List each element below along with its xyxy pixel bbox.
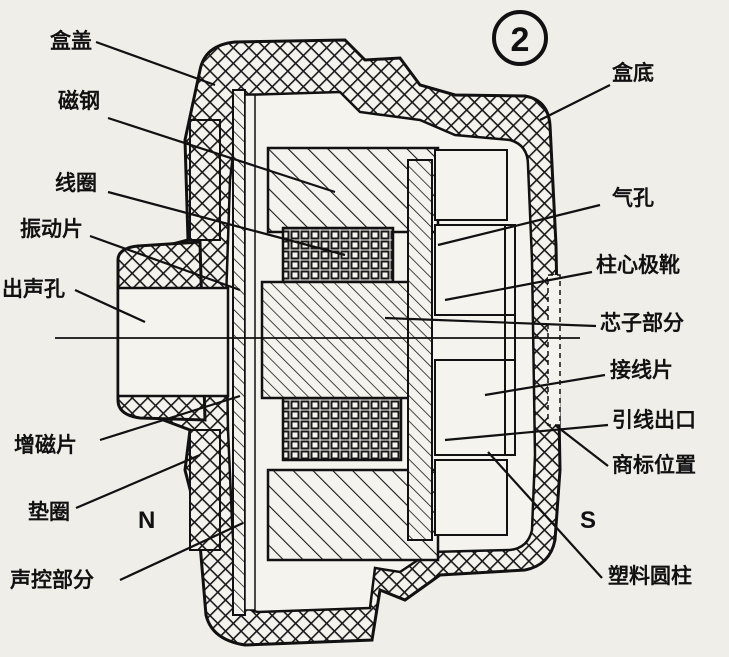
label-pole-shoe: 柱心极靴 (596, 253, 680, 277)
leader-sound-outlet (74, 288, 146, 324)
label-air-hole: 气孔 (611, 186, 654, 210)
label-diaphragm: 振动片 (20, 217, 83, 241)
leader-box-lid (95, 40, 216, 87)
label-terminal-strip: 接线片 (610, 358, 673, 382)
sound-outlet-bore (116, 286, 230, 398)
coil-upper (281, 226, 395, 284)
leader-box-bottom (539, 84, 611, 121)
leader-air-hole (437, 203, 601, 247)
label-box-bottom: 盒底 (612, 61, 654, 85)
figure-number-circle (492, 10, 548, 66)
leader-volume-control (119, 522, 244, 581)
core-pole-right (407, 159, 433, 541)
label-lead-exit: 引线出口 (612, 408, 696, 432)
pole-north: N (138, 507, 155, 534)
leader-lead-exit (444, 423, 609, 442)
leader-pole-shoe (444, 270, 593, 302)
gasket-plate (189, 429, 221, 551)
magnetic-enhancer-plate (189, 119, 221, 241)
coils (281, 226, 403, 462)
leader-diaphragm (89, 234, 241, 292)
coil-lower (281, 396, 403, 462)
diaphragm-plate (232, 89, 246, 616)
leader-magnetic-enhancer (99, 394, 241, 442)
leader-core-part (384, 316, 597, 328)
label-core-part: 芯子部分 (600, 311, 684, 335)
core-center (260, 280, 432, 400)
air-hole-chamber (434, 149, 508, 221)
label-coil: 线圈 (55, 171, 97, 195)
trademark-plate (547, 274, 561, 426)
left-labels: 盒盖 磁钢 线圈 振动片 出声孔 增磁片 垫圈 声控部分 (2, 29, 346, 592)
label-trademark-position: 商标位置 (612, 453, 696, 477)
figure-number: 2 (511, 21, 530, 59)
leader-trademark-position (554, 424, 609, 467)
leader-coil (107, 190, 346, 257)
core-part (260, 159, 433, 541)
pole-south: S (580, 507, 596, 534)
leader-plastic-column (487, 451, 603, 579)
label-volume-control: 声控部分 (9, 568, 94, 592)
plastic-column-chamber (434, 459, 508, 536)
leader-terminal-strip (484, 373, 606, 397)
label-sound-outlet: 出声孔 (2, 277, 65, 301)
label-gasket: 垫圈 (28, 500, 70, 524)
leader-gasket (75, 453, 201, 510)
sound-outlet-tube (116, 240, 230, 422)
label-plastic-column: 塑料圆柱 (608, 564, 692, 588)
label-box-lid: 盒盖 (50, 29, 92, 53)
leader-magnet-steel (107, 116, 336, 194)
right-labels: 盒底 气孔 柱心极靴 芯子部分 接线片 引线出口 商标位置 塑料圆柱 (384, 61, 696, 588)
diaphragm-gap (244, 94, 256, 611)
figure-number-badge: 2 (492, 10, 548, 66)
label-magnetic-enhancer: 增磁片 (14, 433, 77, 457)
label-magnet-steel: 磁钢 (58, 89, 100, 113)
terminal-chamber-upper (434, 224, 516, 316)
